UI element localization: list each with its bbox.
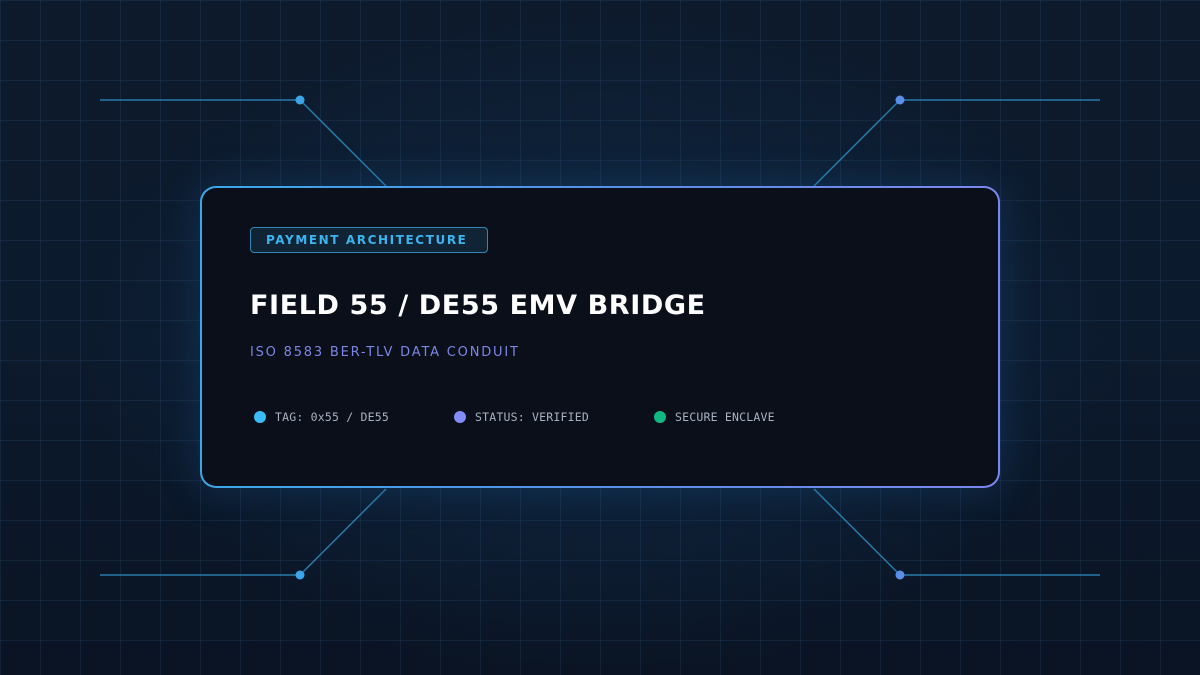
status-item-verified: STATUS: VERIFIED <box>454 410 589 424</box>
status-dot-icon <box>454 411 466 423</box>
circuit-line-bottom-left <box>100 488 387 576</box>
status-item-label: STATUS: VERIFIED <box>475 410 589 424</box>
card-title: FIELD 55 / DE55 EMV BRIDGE <box>250 290 706 321</box>
category-tag: PAYMENT ARCHITECTURE <box>250 227 488 253</box>
status-item-label: TAG: 0x55 / DE55 <box>275 410 389 424</box>
status-dot-icon <box>254 411 266 423</box>
circuit-line-top-left <box>100 99 387 187</box>
status-item-tag: TAG: 0x55 / DE55 <box>254 410 389 424</box>
circuit-node-top-right <box>895 95 905 105</box>
info-card: PAYMENT ARCHITECTURE FIELD 55 / DE55 EMV… <box>200 186 1000 488</box>
status-item-label: SECURE ENCLAVE <box>675 410 775 424</box>
status-dot-icon <box>654 411 666 423</box>
status-item-secure: SECURE ENCLAVE <box>654 410 775 424</box>
circuit-node-bottom-right <box>895 570 905 580</box>
circuit-node-top-left <box>295 95 305 105</box>
circuit-line-bottom-right <box>813 488 1100 576</box>
circuit-node-bottom-left <box>295 570 305 580</box>
card-subtitle: ISO 8583 BER-TLV DATA CONDUIT <box>250 345 520 360</box>
circuit-line-top-right <box>813 99 1100 187</box>
